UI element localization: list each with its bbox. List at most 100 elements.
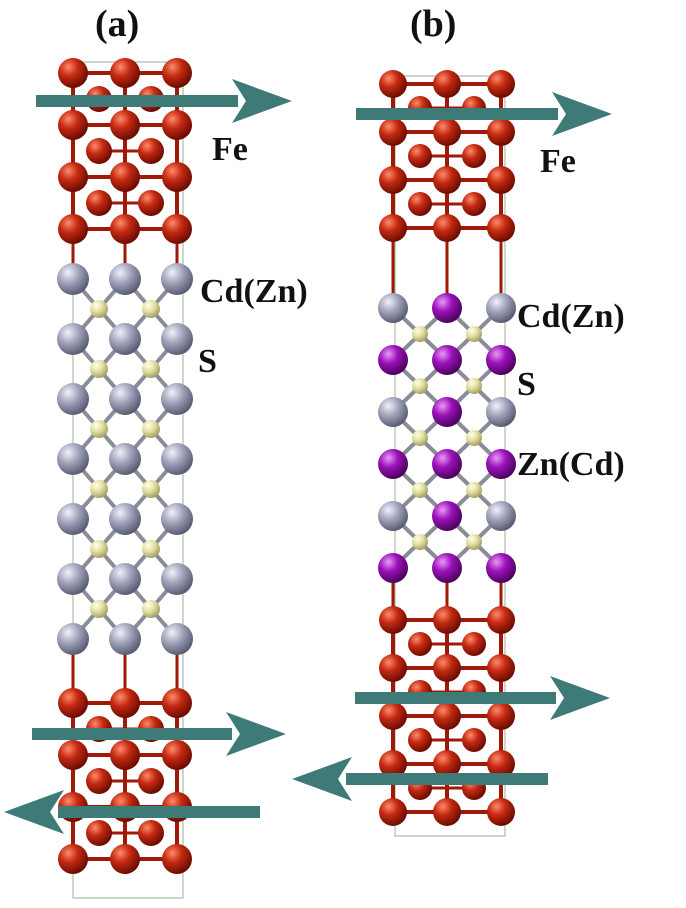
fe-atom-icon [162, 740, 192, 770]
fe-atom-icon [86, 138, 112, 164]
fe-atom-icon [138, 138, 164, 164]
cd-atom-icon [57, 623, 89, 655]
cd-atom-icon [378, 397, 408, 427]
spin-arrow-icon [356, 92, 612, 136]
fe-atom-icon [462, 728, 486, 752]
fe-atom-icon [162, 58, 192, 88]
s-atom-icon [142, 300, 160, 318]
spin-arrow-icon [36, 79, 292, 123]
fe-atom-icon [138, 768, 164, 794]
cd-atom-icon [109, 323, 141, 355]
fe-atom-icon [58, 58, 88, 88]
s-atom-icon [466, 482, 482, 498]
fe-atom-icon [433, 70, 461, 98]
fe-atom-icon [58, 162, 88, 192]
fe-label: Fe [212, 131, 248, 168]
spin-arrows [4, 79, 292, 834]
cd-atom-icon [161, 383, 193, 415]
fe-atom-icon [86, 768, 112, 794]
fe-atom-icon [379, 70, 407, 98]
fe-atom-icon [110, 214, 140, 244]
fe-atom-icon [162, 162, 192, 192]
spin-arrow-icon [32, 712, 286, 756]
fe-atom-icon [162, 214, 192, 244]
cd-atom-icon [57, 383, 89, 415]
cd-atom-icon [109, 563, 141, 595]
fe-atom-icon [433, 118, 461, 146]
s-atom-icon [142, 480, 160, 498]
fe-atom-icon [58, 688, 88, 718]
s-atom-icon [466, 326, 482, 342]
fe-atom-icon [162, 844, 192, 874]
fe-atom-icon [487, 214, 515, 242]
fe-atom-icon [162, 688, 192, 718]
fe-atom-icon [379, 214, 407, 242]
fe-atom-icon [110, 740, 140, 770]
fe-atom-icon [379, 118, 407, 146]
s-atom-icon [412, 482, 428, 498]
fe-atom-icon [433, 798, 461, 826]
fe-atom-icon [408, 192, 432, 216]
fe-atom-icon [86, 190, 112, 216]
fe-atom-icon [487, 70, 515, 98]
atom-layer [57, 58, 193, 874]
fe-atom-icon [379, 606, 407, 634]
zn-atom-icon [486, 449, 516, 479]
cd-atom-icon [57, 323, 89, 355]
zn-atom-icon [432, 345, 462, 375]
cd-atom-icon [57, 263, 89, 295]
cd-atom-icon [109, 443, 141, 475]
cd-atom-icon [57, 503, 89, 535]
spin-arrow-icon [4, 790, 260, 834]
cd-atom-icon [486, 501, 516, 531]
cd-atom-icon [161, 443, 193, 475]
fe-atom-icon [58, 110, 88, 140]
spin-arrow-icon [355, 676, 610, 720]
cd-atom-icon [486, 293, 516, 323]
atom-layer [378, 70, 516, 826]
zn-atom-icon [378, 449, 408, 479]
zn-atom-icon [432, 397, 462, 427]
fe-atom-icon [58, 214, 88, 244]
zn-atom-icon [486, 345, 516, 375]
fe-atom-icon [58, 740, 88, 770]
fe-atom-icon [110, 844, 140, 874]
fe-atom-icon [433, 166, 461, 194]
fe-atom-icon [110, 58, 140, 88]
fe-atom-icon [433, 214, 461, 242]
s-atom-icon [142, 420, 160, 438]
cd-atom-icon [109, 623, 141, 655]
s-atom-icon [412, 326, 428, 342]
fe-atom-icon [462, 192, 486, 216]
panel-label-b: (b) [410, 3, 456, 45]
cd-atom-icon [161, 503, 193, 535]
fe-atom-icon [110, 162, 140, 192]
cd-atom-icon [161, 563, 193, 595]
s-atom-icon [466, 430, 482, 446]
fe-atom-icon [379, 654, 407, 682]
fe-atom-icon [408, 632, 432, 656]
fe-atom-icon [433, 702, 461, 730]
fe-atom-icon [408, 728, 432, 752]
s-atom-icon [90, 420, 108, 438]
zn-atom-icon [432, 501, 462, 531]
cd-atom-icon [161, 263, 193, 295]
fe-atom-icon [162, 110, 192, 140]
fe-atom-icon [86, 820, 112, 846]
s-atom-icon [90, 300, 108, 318]
fe-label: Fe [540, 143, 576, 180]
fe-atom-icon [433, 606, 461, 634]
zn-cd-label: Zn(Cd) [517, 446, 625, 483]
s-atom-icon [412, 430, 428, 446]
s-atom-icon [466, 378, 482, 394]
fe-atom-icon [408, 144, 432, 168]
fe-atom-icon [433, 654, 461, 682]
cd-atom-icon [486, 397, 516, 427]
s-atom-icon [90, 540, 108, 558]
zn-atom-icon [432, 553, 462, 583]
fe-atom-icon [379, 798, 407, 826]
zn-atom-icon [378, 553, 408, 583]
panel-a: (a) Fe Cd(Zn) S [4, 3, 308, 899]
fe-atom-icon [138, 190, 164, 216]
